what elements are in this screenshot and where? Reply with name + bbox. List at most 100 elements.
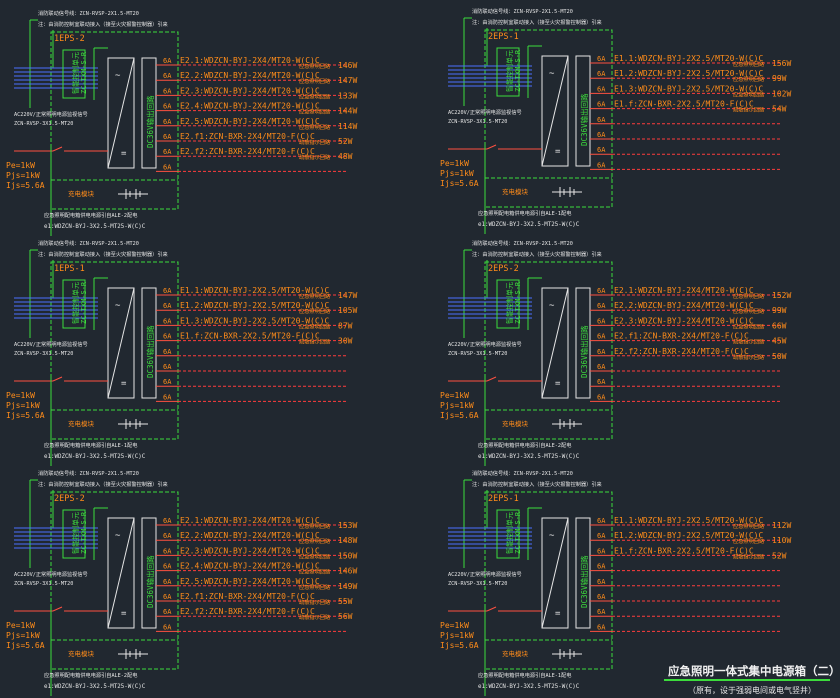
circuit-label: E1.3:WDZCN-BYJ-2X2.5/MT20-W(C)C <box>614 84 763 93</box>
circuit-label: E1.f:ZCN-BXR-2X2.5/MT20-F(C)C <box>614 546 754 555</box>
circuit-power: 153W <box>338 521 357 530</box>
circuit-type-note: 疏散指示回路 <box>299 613 331 621</box>
supply-note: 应急照明配电箱供电电源引自ALE-2配电 <box>44 211 137 219</box>
control-module-label-line: ZC-TXM-S-R <box>80 511 88 554</box>
panel-id: 2EPS-1 <box>488 494 519 504</box>
calc-current: Ijs=5.6A <box>6 181 45 190</box>
circuit-label: E2.3:WDZCN-BYJ-2X4/MT20-W(C)C <box>180 86 320 95</box>
fuse-rating: 6A <box>597 578 606 586</box>
fuse-rating: 6A <box>163 333 172 341</box>
fire-link-note: 注：由消防控制室联动接入（接至火灾报警控制器）引来 <box>472 250 603 258</box>
dc-symbol: = <box>555 147 561 157</box>
calc-power: Pjs=1kW <box>440 169 474 178</box>
circuit-label: E2.3:WDZCN-BYJ-2X4/MT20-W(C)C <box>180 546 320 555</box>
ac-monitor-label: AC220V/正常照明电源监视信号 <box>14 110 88 118</box>
fuse-rating: 6A <box>163 87 172 95</box>
fire-link-note: 注：由消防控制室联动接入（接至火灾报警控制器）引来 <box>472 480 603 488</box>
circuit-label: E1.1:WDZCN-BYJ-2X2.5/MT20-W(C)C <box>614 516 763 525</box>
fuse-rating: 6A <box>597 70 606 78</box>
ac-monitor-label: AC220V/正常照明电源监视信号 <box>448 570 522 578</box>
input-breaker <box>52 146 63 152</box>
dc-output-label: DC36V输出回路 <box>145 325 155 378</box>
drawing-title: 应急照明一体式集中电源箱（二） <box>668 664 840 678</box>
eps-panel-left-3: 消防联动信号线：ZCN-RVSP-2X1.5-MT20注：由消防控制室联动接入（… <box>6 469 357 696</box>
fuse-rating: 6A <box>163 393 172 401</box>
fuse-rating: 6A <box>163 118 172 126</box>
fuse-rating: 6A <box>163 103 172 111</box>
dc-output-box <box>141 517 157 629</box>
calc-current: Ijs=5.6A <box>440 179 479 188</box>
fuse-rating: 6A <box>163 72 172 80</box>
fuse-rating: 6A <box>163 547 172 555</box>
input-breaker <box>486 606 497 612</box>
fuse-rating: 6A <box>163 532 172 540</box>
fuse-rating: 6A <box>163 608 172 616</box>
fuse-rating: 6A <box>597 348 606 356</box>
panel-border <box>50 491 179 670</box>
circuit-label: E2.f2:ZCN-BXR-2X4/MT20-F(C)C <box>614 347 749 356</box>
control-module-label: 智能控制单元ZC-TXM-S-R <box>71 511 88 554</box>
circuit-label: E1.2:WDZCN-BYJ-2X2.5/MT20-W(C)C <box>614 531 763 540</box>
ac-monitor-cable: ZCN-RVSP-3X1.5-MT20 <box>14 581 73 587</box>
charger-label: 充电模块 <box>502 419 529 428</box>
dc-symbol: = <box>121 379 127 389</box>
calc-current: Ijs=5.6A <box>440 641 479 650</box>
dc-output-label: DC36V输出回路 <box>579 93 589 146</box>
fuse-rating: 6A <box>597 393 606 401</box>
calc-current: Ijs=5.6A <box>6 641 45 650</box>
ac-monitor-label: AC220V/正常照明电源监视信号 <box>448 108 522 116</box>
eps-panel-right-1: 消防联动信号线：ZCN-RVSP-2X1.5-MT20注：由消防控制室联动接入（… <box>440 7 791 234</box>
panel-id: 1EPS-2 <box>54 34 85 44</box>
circuit-type-note: 应急照明回路 <box>299 568 331 576</box>
control-module-label: 智能控制单元ZC-TXM-S-R <box>505 511 522 554</box>
control-module-label-line: ZC-TXM-S-R <box>514 49 522 92</box>
circuit-type-note: 应急照明回路 <box>299 62 331 70</box>
fuse-rating: 6A <box>597 593 606 601</box>
circuit-power: 152W <box>772 291 791 300</box>
title-block: 应急照明一体式集中电源箱（二） （原有，设于强弱电间或电气竖井） <box>664 664 840 695</box>
circuit-type-note: 疏散指示回路 <box>733 106 765 114</box>
fire-link-note: 注：由消防控制室联动接入（接至火灾报警控制器）引来 <box>38 250 169 258</box>
circuit-label: E2.1:WDZCN-BYJ-2X4/MT20-W(C)C <box>180 516 320 525</box>
circuit-power: 30W <box>338 337 353 346</box>
dc-symbol: = <box>555 379 561 389</box>
eps-panel-left-2: 消防联动信号线：ZCN-RVSP-2X1.5-MT20注：由消防控制室联动接入（… <box>6 239 357 466</box>
dc-symbol: = <box>121 149 127 159</box>
control-module-label-line: ZC-TXM-S-R <box>514 281 522 324</box>
fuse-rating: 6A <box>597 302 606 310</box>
panel-id: 2EPS-2 <box>54 494 85 504</box>
circuit-label: E2.2:WDZCN-BYJ-2X4/MT20-W(C)C <box>180 531 320 540</box>
calc-power: Pjs=1kW <box>6 631 40 640</box>
dc-output-label: DC36V输出回路 <box>145 555 155 608</box>
converter-box <box>541 287 569 399</box>
circuit-label: E1.f:ZCN-BXR-2X2.5/MT20-F(C)C <box>614 100 754 109</box>
circuit-type-note: 应急照明回路 <box>733 522 765 530</box>
drawing-subtitle: （原有，设于强弱电间或电气竖井） <box>688 685 816 695</box>
charger-label: 充电模块 <box>68 189 95 198</box>
fuse-rating: 6A <box>597 131 606 139</box>
converter-diagonal <box>107 287 135 399</box>
fire-link-note: 注：由消防控制室联动接入（接至火灾报警控制器）引来 <box>38 20 169 28</box>
rated-power: Pe=1kW <box>6 161 35 170</box>
panel-border <box>484 491 613 670</box>
circuit-type-note: 应急照明回路 <box>733 537 765 545</box>
circuit-type-note: 应急照明回路 <box>299 583 331 591</box>
control-module-box <box>62 279 86 329</box>
calc-current: Ijs=5.6A <box>440 411 479 420</box>
fuse-rating: 6A <box>597 116 606 124</box>
fuse-rating: 6A <box>163 148 172 156</box>
converter-diagonal <box>107 57 135 169</box>
control-module-label: 智能控制单元ZC-TXM-S-R <box>505 49 522 92</box>
calc-power: Pjs=1kW <box>6 401 40 410</box>
panel-border <box>484 261 613 440</box>
circuit-type-note: 应急照明回路 <box>299 77 331 85</box>
eps-panel-right-3: 消防联动信号线：ZCN-RVSP-2X1.5-MT20注：由消防控制室联动接入（… <box>440 469 791 696</box>
circuit-power: 147W <box>338 76 357 85</box>
circuit-label: E2.f1:ZCN-BXR-2X4/MT20-F(C)C <box>180 592 315 601</box>
fuse-rating: 6A <box>597 101 606 109</box>
ac-monitor-label: AC220V/正常照明电源监视信号 <box>14 570 88 578</box>
fuse-rating: 6A <box>163 57 172 65</box>
ac-symbol: ~ <box>549 69 555 79</box>
control-module-label-line: ZC-TXM-S-R <box>80 281 88 324</box>
circuit-power: 54W <box>772 105 787 114</box>
